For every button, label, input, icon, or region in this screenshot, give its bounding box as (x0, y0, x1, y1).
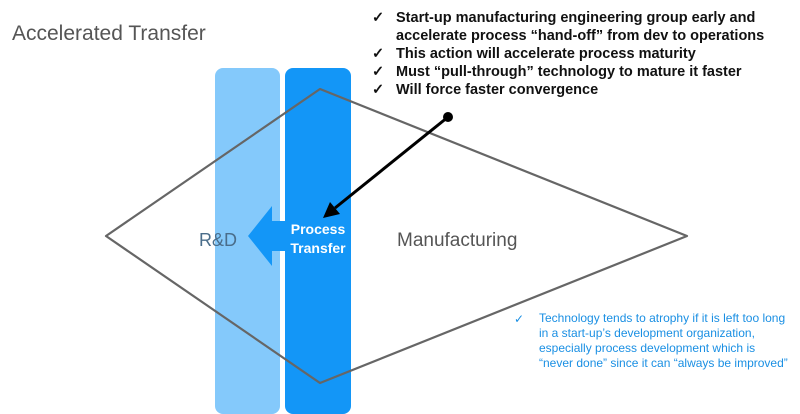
rd-label: R&D (199, 230, 238, 250)
checkmark-icon: ✓ (514, 312, 525, 326)
note-text: Technology tends to atrophy if it is lef… (539, 311, 788, 370)
process-transfer-label: Process Transfer (290, 221, 346, 256)
checkmark-icon: ✓ (372, 10, 385, 26)
pointer-dot (443, 112, 453, 122)
manufacturing-label: Manufacturing (397, 230, 518, 251)
checkmark-icon: ✓ (372, 64, 385, 80)
slide-title: Accelerated Transfer (12, 22, 206, 45)
bullet-text: Must “pull-through” technology to mature… (396, 64, 742, 80)
bullet-item: ✓ Must “pull-through” technology to matur… (372, 63, 800, 81)
bullet-text: Will force faster convergence (396, 82, 599, 98)
pointer-arrow-line (334, 115, 449, 210)
bullet-item: ✓ This action will accelerate process mat… (372, 45, 800, 63)
bullet-text: This action will accelerate process matu… (396, 46, 696, 62)
manufacturing-diamond (104, 87, 689, 385)
checkmark-icon: ✓ (372, 82, 385, 98)
bullet-text: Start-up manufacturing engineering group… (396, 10, 765, 44)
bullet-item: ✓ Start-up manufacturing engineering grou… (372, 9, 800, 45)
arrowhead-icon (323, 202, 340, 218)
left-arrow-icon (248, 206, 300, 266)
checkmark-icon: ✓ (372, 46, 385, 62)
bullet-list: ✓ Start-up manufacturing engineering grou… (372, 9, 800, 99)
bullet-item: ✓ Will force faster convergence (372, 81, 800, 99)
atrophy-note: ✓ Technology tends to atrophy if it is l… (514, 311, 792, 371)
